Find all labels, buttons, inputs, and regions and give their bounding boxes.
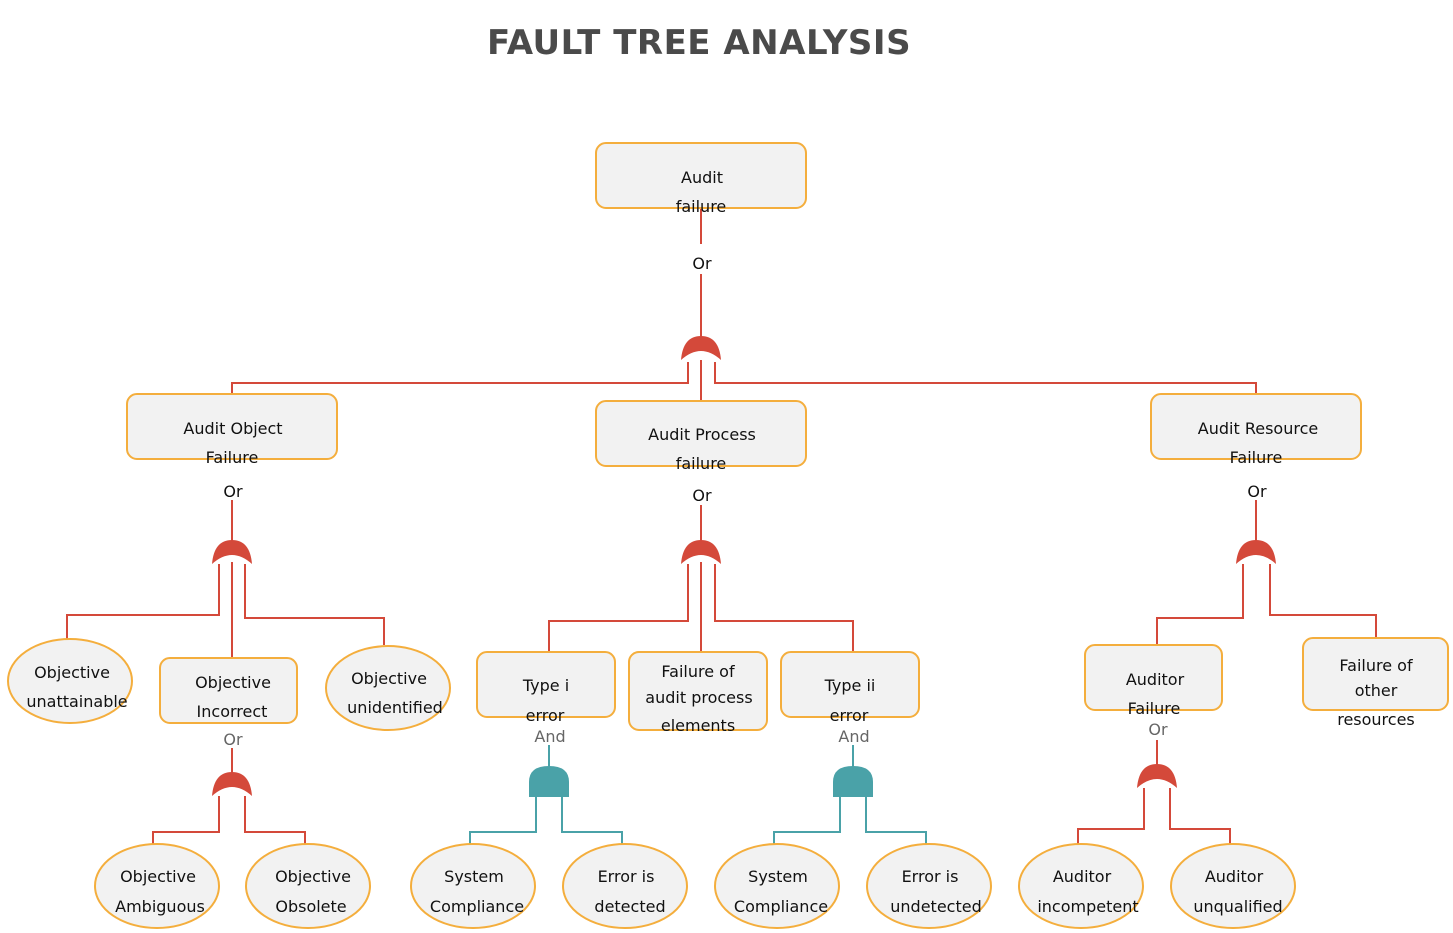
node-label-line: Obsolete (275, 897, 346, 916)
node-label-line: Objective (120, 867, 196, 886)
node-label-line: Type ii (824, 676, 876, 695)
node-label-line: System (444, 867, 504, 886)
node-objective-ambiguous: Objective Ambiguous (94, 843, 220, 929)
node-label-line: Error is (598, 867, 655, 886)
node-label-line: elements (661, 716, 735, 735)
or-gate-process (681, 540, 721, 564)
node-objective-unattainable: Objective unattainable (7, 638, 133, 724)
gate-label-object: Or (223, 482, 243, 501)
and-gate-type-ii (833, 766, 873, 797)
node-label-line: Failure (1230, 448, 1283, 467)
node-objective-incorrect: Objective Incorrect (159, 657, 298, 724)
node-objective-obsolete: Objective Obsolete (245, 843, 371, 929)
node-label-line: Audit Object (183, 419, 282, 438)
gate-label-incorrect: Or (223, 730, 243, 749)
node-auditor-incompetent: Auditor incompetent (1018, 843, 1144, 929)
node-audit-failure: Audit failure (595, 142, 807, 216)
node-label-line: Compliance (430, 897, 524, 916)
node-label-line: detected (594, 897, 665, 916)
or-gate-resource (1236, 540, 1276, 564)
diagram-title: FAULT TREE ANALYSIS (487, 23, 911, 63)
node-label-line: Incorrect (197, 702, 268, 721)
node-label-line: unqualified (1193, 897, 1282, 916)
node-label-line: Audit Process (648, 425, 756, 444)
node-audit-resource-failure: Audit Resource Failure (1150, 393, 1362, 467)
or-gate-root (681, 336, 721, 360)
node-label-line: Failure (1128, 699, 1181, 718)
node-label-line: Failure (206, 448, 259, 467)
node-type-i-error: Type i error (476, 651, 616, 725)
node-failure-of-audit-process-elements: Failure of audit process elements (628, 651, 768, 735)
node-error-is-undetected: Error is undetected (866, 843, 992, 929)
node-label-line: Type i (522, 676, 569, 695)
node-label-line: Objective (351, 669, 427, 688)
node-error-is-detected: Error is detected (562, 843, 688, 929)
node-audit-process-failure: Audit Process failure (595, 400, 807, 473)
node-label-line: failure (676, 197, 727, 216)
node-label-line: Failure of (1339, 656, 1413, 675)
node-label-line: other (1355, 681, 1398, 700)
node-label-line: Failure of (661, 662, 735, 681)
node-label-line: Audit (681, 168, 723, 187)
node-label-line: Error is (902, 867, 959, 886)
node-auditor-unqualified: Auditor unqualified (1170, 843, 1296, 929)
node-label-line: System (748, 867, 808, 886)
node-label-line: Objective (275, 867, 351, 886)
node-label-line: resources (1337, 710, 1415, 729)
gate-label-type-ii: And (838, 727, 869, 746)
node-system-compliance-1: System Compliance (410, 843, 536, 929)
node-label-line: Auditor (1053, 867, 1112, 886)
node-label-line: Objective (34, 663, 110, 682)
node-label-line: Auditor (1126, 670, 1185, 689)
or-gate-auditor (1137, 764, 1177, 788)
gate-label-auditor: Or (1148, 720, 1168, 739)
gate-label-process: Or (692, 486, 712, 505)
gate-label-resource: Or (1247, 482, 1267, 501)
and-gate-type-i (529, 766, 569, 797)
node-label-line: unattainable (26, 692, 127, 711)
node-label-line: incompetent (1037, 897, 1138, 916)
gate-label-type-i: And (534, 727, 565, 746)
node-system-compliance-2: System Compliance (714, 843, 840, 929)
or-gate-incorrect (212, 772, 252, 796)
gate-label-root: Or (692, 254, 712, 273)
node-objective-unidentified: Objective unidentified (325, 645, 451, 731)
node-auditor-failure: Auditor Failure (1084, 644, 1223, 718)
node-label-line: Objective (195, 673, 271, 692)
node-type-ii-error: Type ii error (780, 651, 920, 725)
node-failure-of-other-resources: Failure of other resources (1302, 637, 1449, 729)
node-label-line: audit process (645, 688, 752, 707)
node-label-line: error (830, 706, 869, 725)
node-audit-object-failure: Audit Object Failure (126, 393, 338, 467)
or-gate-object (212, 540, 252, 564)
node-label-line: Auditor (1205, 867, 1264, 886)
node-label-line: undetected (890, 897, 981, 916)
node-label-line: unidentified (347, 698, 443, 717)
connectors (66, 208, 1377, 845)
node-label-line: Compliance (734, 897, 828, 916)
node-label-line: Audit Resource (1198, 419, 1318, 438)
node-label-line: Ambiguous (115, 897, 205, 916)
node-label-line: error (526, 706, 565, 725)
node-label-line: failure (676, 454, 727, 473)
